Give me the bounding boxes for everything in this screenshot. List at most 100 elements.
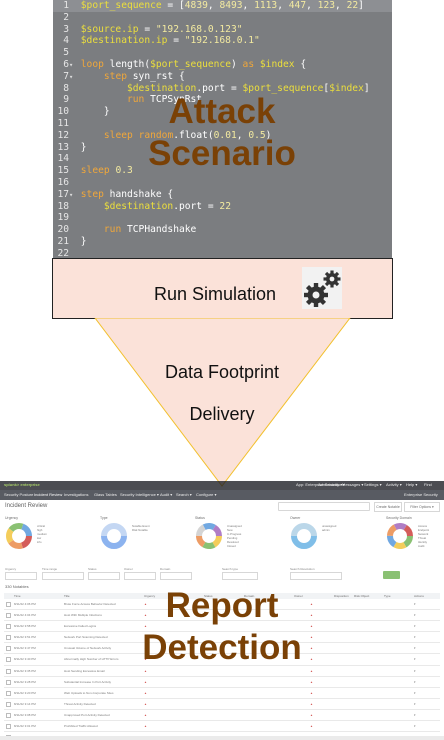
row-checkbox[interactable]	[6, 635, 11, 641]
column-header[interactable]: Risk Object	[354, 594, 370, 598]
run-simulation-box[interactable]: Run Simulation	[52, 258, 393, 319]
column-header[interactable]: Status	[204, 594, 213, 598]
row-actions-icon[interactable]: ▾	[414, 701, 416, 706]
column-header[interactable]: Domain	[244, 594, 255, 598]
row-title[interactable]: Unapproved Port Activity Detected	[64, 712, 110, 717]
fold-toggle-icon[interactable]: ▾	[69, 72, 74, 81]
filter-options-button[interactable]: Filter Options ▾	[404, 502, 440, 512]
filter-status[interactable]	[88, 572, 120, 580]
row-actions-icon[interactable]: ▾	[414, 635, 416, 640]
fold-toggle-icon[interactable]: ▾	[69, 60, 74, 69]
column-header[interactable]: Actions	[414, 594, 424, 598]
review-search-input[interactable]	[278, 502, 370, 511]
row-checkbox[interactable]	[6, 724, 11, 730]
row-title[interactable]: Brute Force Access Behavior Detected	[64, 602, 116, 606]
code-editor[interactable]: 1 $port_sequence = [4839, 8493, 1113, 44…	[53, 0, 392, 258]
row-title[interactable]: Substantial Increase In Port Activity	[64, 679, 112, 684]
row-title[interactable]: Host With Multiple Infections	[64, 613, 102, 618]
row-checkbox[interactable]	[6, 613, 11, 619]
row-title[interactable]: Web Uploads to Non-Corporate Sites	[64, 690, 114, 695]
row-actions-icon[interactable]: ▾	[414, 712, 416, 717]
review-topbar-item[interactable]: Messages ▾	[342, 482, 364, 487]
code-line: 6▾ loop length($port_sequence) as $index…	[53, 59, 392, 71]
column-header[interactable]: Urgency	[144, 594, 156, 598]
row-actions-icon[interactable]: ▾	[414, 668, 416, 673]
review-topbar-item[interactable]: Settings ▾	[364, 482, 382, 487]
review-topbar-item[interactable]: Administrator ▾	[318, 482, 345, 487]
filter-search-type[interactable]	[222, 572, 258, 580]
filter-domain[interactable]	[160, 572, 192, 580]
nav-investigations[interactable]: Investigations	[64, 492, 89, 497]
row-checkbox[interactable]	[6, 668, 11, 674]
row-checkbox[interactable]	[6, 624, 11, 630]
row-actions-icon[interactable]: ▾	[414, 646, 416, 651]
fold-toggle-icon[interactable]: ▾	[69, 190, 74, 199]
row-title[interactable]: Abnormally High Number of HTTP Errors	[64, 657, 119, 662]
row-title[interactable]: Unusual Volume of Network Activity	[64, 646, 112, 651]
nav-glass-tables[interactable]: Glass Tables	[94, 492, 117, 497]
nav-incident-review[interactable]: Incident Review	[34, 492, 63, 497]
row-actions-icon[interactable]: ▾	[414, 724, 416, 729]
review-topbar-item[interactable]: App: Enterprise Security ▾	[296, 482, 343, 487]
row-checkbox[interactable]	[6, 646, 11, 652]
filter-owner[interactable]	[124, 572, 156, 580]
row-actions-icon[interactable]: ▾	[414, 657, 416, 662]
review-scrollbar[interactable]	[0, 736, 444, 740]
review-topbar-item[interactable]: Activity ▾	[386, 482, 402, 487]
nav-security-intelligence[interactable]: Security Intelligence ▾	[120, 492, 159, 497]
create-notable-button[interactable]: Create Notable	[374, 502, 402, 512]
row-title[interactable]: Network Port Scanning Detected	[64, 635, 108, 640]
column-header[interactable]: Disposition	[334, 594, 349, 598]
filter-urgency[interactable]	[5, 572, 37, 580]
nav-security-posture[interactable]: Security Posture	[4, 492, 34, 497]
code-token: syn_rst {	[127, 70, 185, 82]
column-header[interactable]: Owner	[294, 594, 303, 598]
filter-time-range[interactable]	[42, 572, 84, 580]
column-header[interactable]: Title	[64, 594, 70, 598]
row-checkbox[interactable]	[6, 657, 11, 663]
submit-button[interactable]	[383, 571, 400, 579]
code-token: $port_sequence	[80, 0, 162, 11]
nav-audit[interactable]: Audit ▾	[160, 492, 173, 497]
row-checkbox[interactable]	[6, 701, 11, 707]
row-title[interactable]: Prohibited Traffic Allowed	[64, 724, 98, 729]
filter-search-resolution[interactable]	[290, 572, 342, 580]
row-title[interactable]: Excessive Failed Logins	[64, 624, 97, 629]
row-checkbox[interactable]	[6, 679, 11, 685]
row-title[interactable]: Threat Activity Detected	[64, 701, 96, 706]
column-header[interactable]: Type	[384, 594, 391, 598]
row-actions-icon[interactable]: ▾	[414, 602, 416, 606]
row-actions-icon[interactable]: ▾	[414, 679, 416, 684]
row-title[interactable]: Host Sending Excessive Email	[64, 668, 105, 673]
column-header[interactable]: Time	[14, 594, 21, 598]
code-line: 7▾ step syn_rst {	[53, 71, 392, 83]
nav-search[interactable]: Search ▾	[176, 492, 192, 497]
row-checkbox[interactable]	[6, 712, 11, 718]
incident-review-screenshot: splunk> enterprise App: Enterprise Secur…	[0, 481, 444, 740]
row-actions-icon[interactable]: ▾	[414, 690, 416, 695]
row-checkbox[interactable]	[6, 602, 11, 607]
review-topbar-item[interactable]: Find	[424, 482, 432, 487]
row-actions-icon[interactable]: ▾	[414, 624, 416, 629]
row-actions-icon[interactable]: ▾	[414, 613, 416, 618]
review-topbar-item[interactable]: Help ▾	[406, 482, 418, 487]
nav-configure[interactable]: Configure ▾	[196, 492, 217, 497]
row-checkbox[interactable]	[6, 690, 11, 696]
